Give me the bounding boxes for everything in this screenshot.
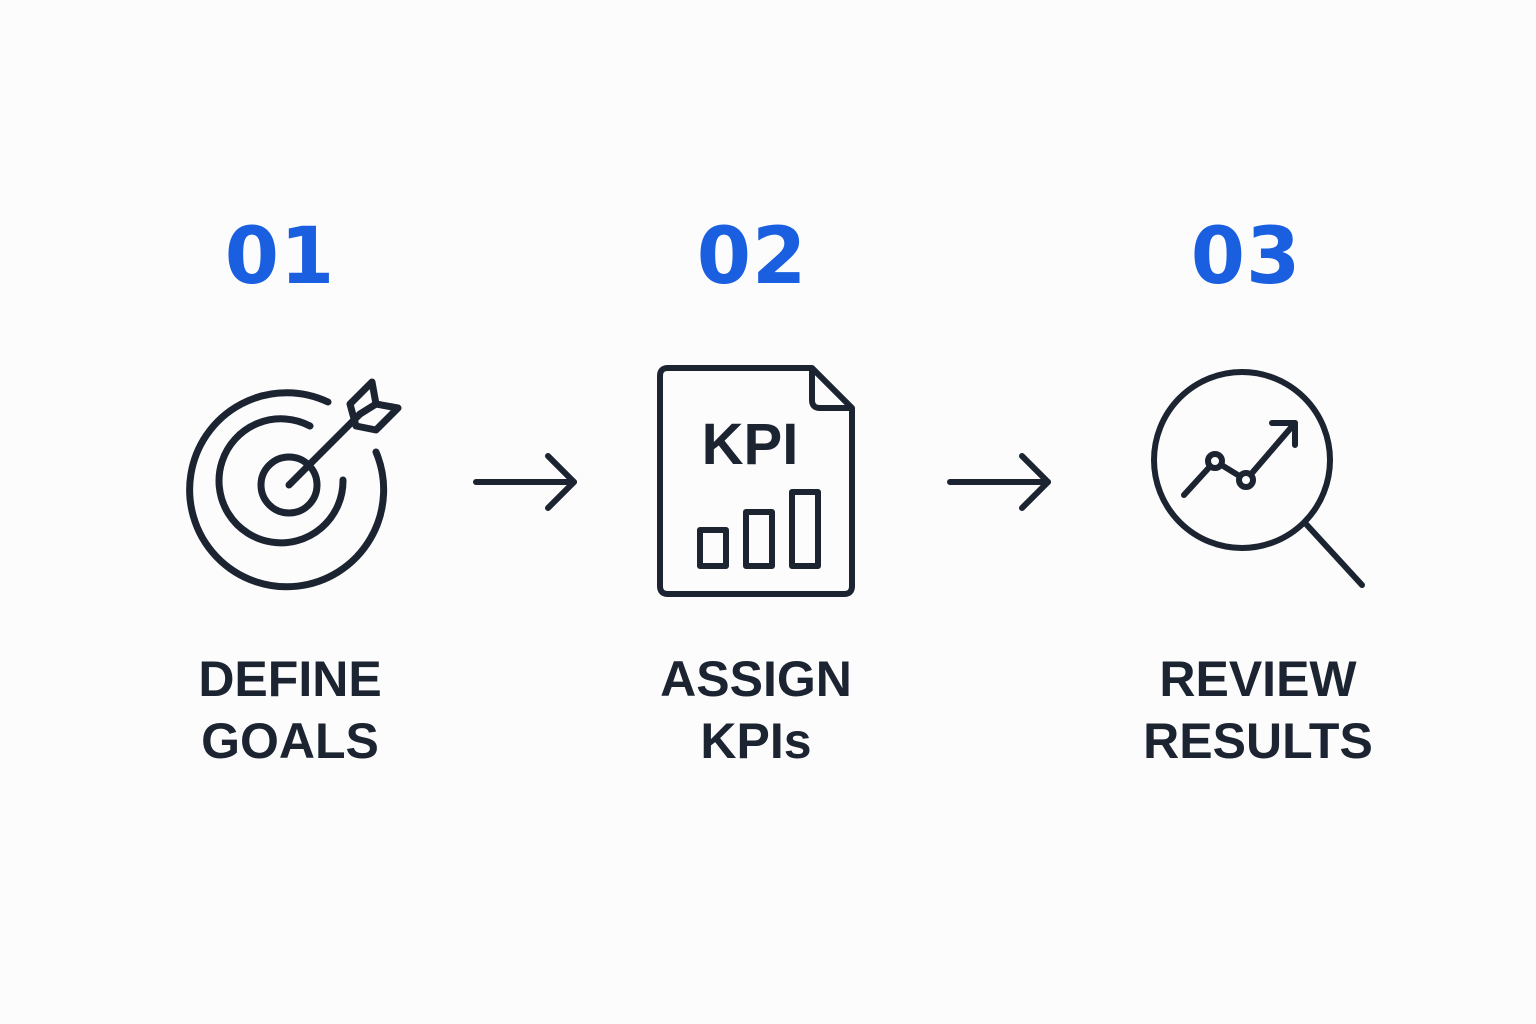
right-arrow-icon bbox=[947, 453, 1051, 511]
step-label-3-line1: REVIEW bbox=[1159, 651, 1357, 707]
kpi-icon-text: KPI bbox=[702, 412, 799, 477]
magnifier-chart-icon bbox=[1151, 369, 1365, 588]
target-arrow-icon bbox=[186, 378, 402, 591]
step-label-1-line1: DEFINE bbox=[198, 651, 382, 707]
kpi-document-icon: KPI bbox=[657, 365, 855, 597]
right-arrow-icon bbox=[473, 453, 577, 511]
step-label-1: DEFINE GOALS bbox=[140, 648, 440, 772]
step-number-3: 03 bbox=[1190, 212, 1302, 302]
step-label-2: ASSIGN KPIs bbox=[606, 648, 906, 772]
step-label-2-line2: KPIs bbox=[700, 713, 812, 769]
step-label-1-line2: GOALS bbox=[201, 713, 379, 769]
step-number-1: 01 bbox=[224, 212, 336, 302]
step-number-2: 02 bbox=[696, 212, 808, 302]
step-label-3-line2: RESULTS bbox=[1143, 713, 1373, 769]
step-label-3: REVIEW RESULTS bbox=[1108, 648, 1408, 772]
step-label-2-line1: ASSIGN bbox=[660, 651, 852, 707]
